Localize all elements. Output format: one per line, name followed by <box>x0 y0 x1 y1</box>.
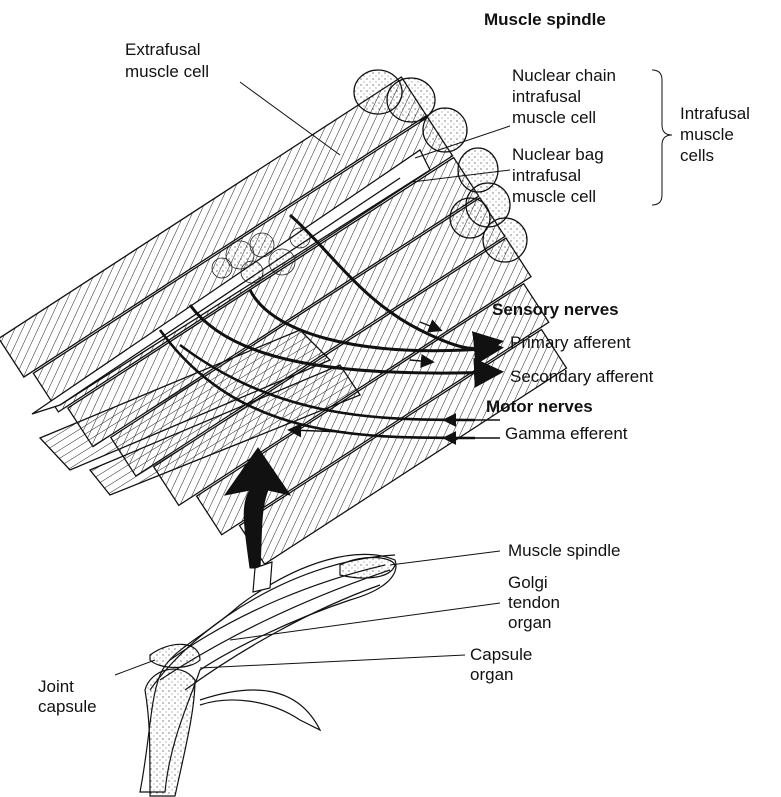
muscle-spindle-lower-label: Muscle spindle <box>508 541 620 561</box>
nuclear-bag-label-line3: muscle cell <box>512 187 596 207</box>
capsule-organ-label-line1: Capsule <box>470 645 532 665</box>
sensory-nerves-label: Sensory nerves <box>492 300 619 320</box>
intrafusal-group-label-line3: cells <box>680 146 714 166</box>
fiber-bundle <box>0 70 583 619</box>
extrafusal-label-line1: Extrafusal <box>125 40 201 60</box>
primary-afferent-label: Primary afferent <box>510 333 631 353</box>
nuclear-chain-label-line1: Nuclear chain <box>512 66 616 86</box>
muscle-spindle-title: Muscle spindle <box>484 10 606 30</box>
motor-nerves-label: Motor nerves <box>486 397 593 417</box>
gamma-efferent-label: Gamma efferent <box>505 424 628 444</box>
golgi-label-line2: tendon <box>508 593 560 613</box>
secondary-afferent-label: Secondary afferent <box>510 367 653 387</box>
golgi-label-line1: Golgi <box>508 573 548 593</box>
extrafusal-label-line2: muscle cell <box>125 62 209 82</box>
intrafusal-group-label-line2: muscle <box>680 125 734 145</box>
nuclear-bag-label-line1: Nuclear bag <box>512 145 604 165</box>
nuclear-bag-label-line2: intrafusal <box>512 166 581 186</box>
nuclear-chain-label-line3: muscle cell <box>512 108 596 128</box>
joint-capsule-label-line2: capsule <box>38 697 97 717</box>
limb-illustration <box>140 554 396 796</box>
intrafusal-group-label-line1: Intrafusal <box>680 104 750 124</box>
capsule-organ-label-line2: organ <box>470 665 513 685</box>
joint-capsule-label-line1: Joint <box>38 677 74 697</box>
nuclear-chain-label-line2: intrafusal <box>512 87 581 107</box>
golgi-label-line3: organ <box>508 613 551 633</box>
